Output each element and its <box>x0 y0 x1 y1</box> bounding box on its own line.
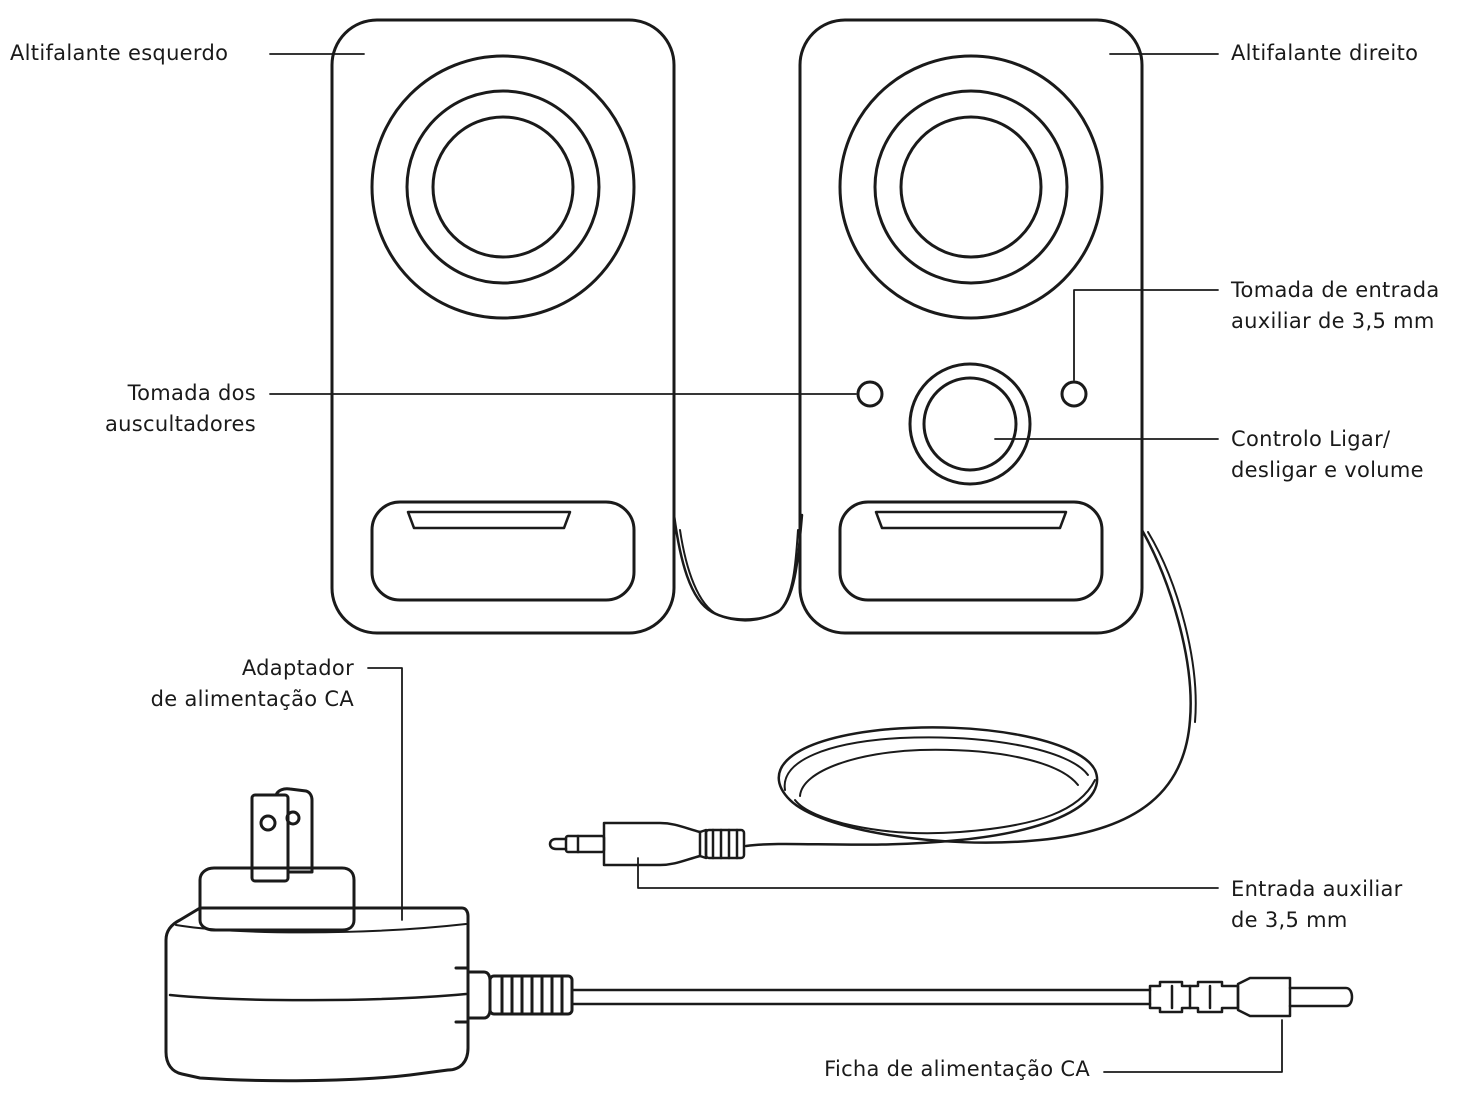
label-aux-input-line-2: de 3,5 mm <box>1231 908 1348 932</box>
speaker-link-cable <box>672 513 804 621</box>
label-headphone-line-2: auscultadores <box>104 412 256 436</box>
aux-cable <box>744 528 1197 848</box>
headphone-jack <box>856 380 884 408</box>
label-ac-plug: Ficha de alimentação CA <box>824 1054 1090 1085</box>
power-adapter <box>164 787 574 1083</box>
label-aux-input-line-1: Entrada auxiliar <box>1231 877 1403 901</box>
label-aux-jack-line-2: auxiliar de 3,5 mm <box>1231 309 1435 333</box>
label-aux-jack-line-1: Tomada de entrada <box>1231 278 1440 302</box>
left-speaker <box>330 18 676 635</box>
aux-plug <box>548 821 746 867</box>
label-power-adapter: Adaptador de alimentação CA <box>151 653 354 715</box>
aux-input-jack <box>1060 380 1088 408</box>
label-left-speaker: Altifalante esquerdo <box>10 38 228 69</box>
label-adapter-line-1: Adaptador <box>241 656 354 680</box>
label-left-speaker-line: Altifalante esquerdo <box>10 41 229 65</box>
ac-plug-tip <box>1148 976 1354 1018</box>
label-power-volume-control: Controlo Ligar/ desligar e volume <box>1231 424 1424 486</box>
label-right-speaker-line: Altifalante direito <box>1231 41 1419 65</box>
label-headphone-jack: Tomada dos auscultadores <box>105 378 256 440</box>
label-headphone-line-1: Tomada dos <box>127 381 256 405</box>
label-adapter-line-2: de alimentação CA <box>150 687 354 711</box>
label-right-speaker: Altifalante direito <box>1231 38 1418 69</box>
power-cable <box>570 988 1152 1006</box>
label-aux-input-jack: Tomada de entrada auxiliar de 3,5 mm <box>1231 275 1440 337</box>
label-power-volume-line-2: desligar e volume <box>1231 458 1424 482</box>
label-ac-plug-line: Ficha de alimentação CA <box>824 1057 1090 1081</box>
volume-knob <box>908 362 1032 486</box>
right-speaker <box>798 18 1144 635</box>
label-aux-input: Entrada auxiliar de 3,5 mm <box>1231 874 1403 936</box>
label-power-volume-line-1: Controlo Ligar/ <box>1231 427 1391 451</box>
leader-lines <box>269 53 1283 1073</box>
